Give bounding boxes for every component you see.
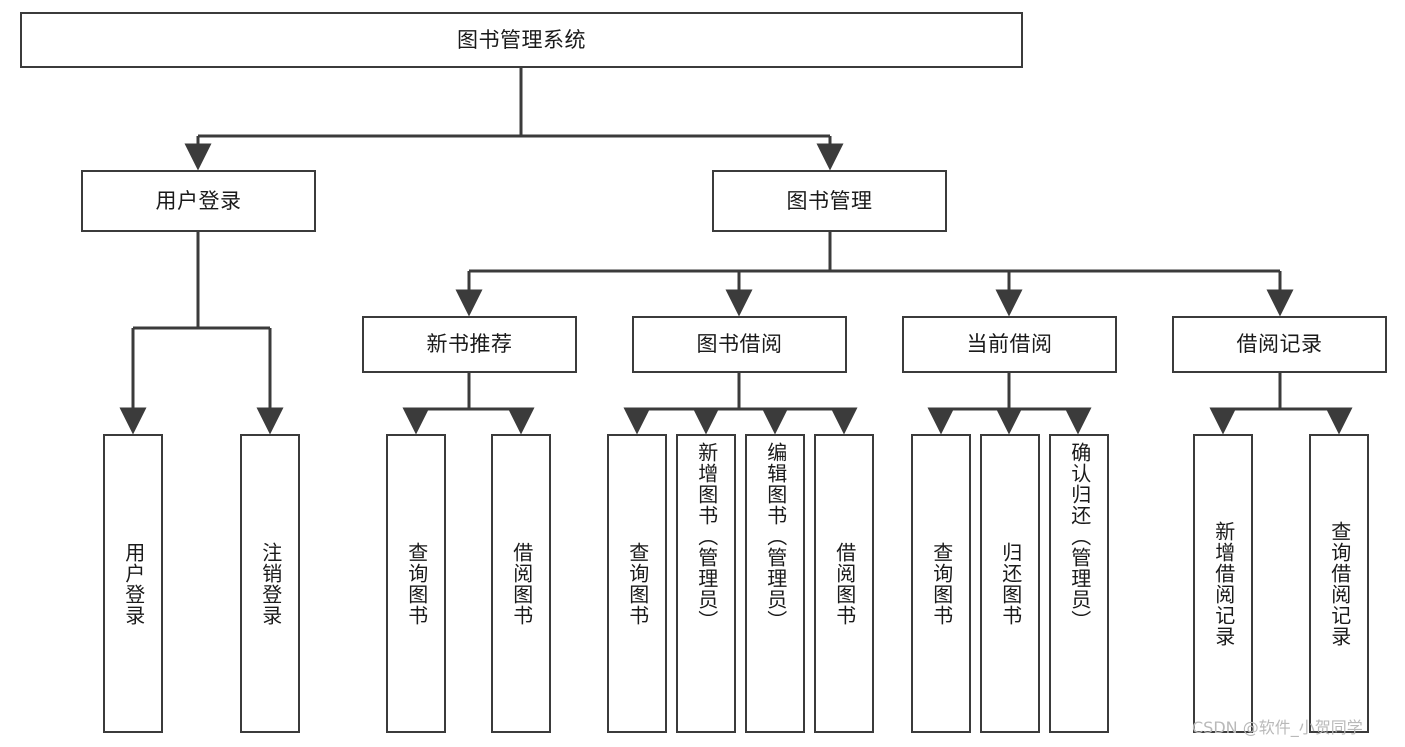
- node-label: 图书借阅: [696, 332, 783, 357]
- node-label: 查询图书: [929, 541, 954, 626]
- node-book-manage[interactable]: 图书管理: [712, 170, 947, 232]
- leaf-query-book-new-rec[interactable]: 查询图书: [386, 434, 446, 733]
- leaf-return-book[interactable]: 归还图书: [980, 434, 1040, 733]
- node-root-system[interactable]: 图书管理系统: [20, 12, 1023, 68]
- node-label: 确认归还（管理员）: [1067, 442, 1092, 631]
- node-new-book-rec[interactable]: 新书推荐: [362, 316, 577, 373]
- node-label: 归还图书: [998, 541, 1023, 626]
- node-label: 借阅图书: [509, 541, 534, 626]
- leaf-query-book-borrow[interactable]: 查询图书: [607, 434, 667, 733]
- node-label: 借阅图书: [832, 541, 857, 626]
- leaf-borrow-book-borrow[interactable]: 借阅图书: [814, 434, 874, 733]
- leaf-add-book[interactable]: 新增图书（管理员）: [676, 434, 736, 733]
- node-label: 借阅记录: [1236, 332, 1323, 357]
- node-label: 查询图书: [625, 541, 650, 626]
- node-label: 图书管理: [786, 188, 873, 213]
- node-book-borrow[interactable]: 图书借阅: [632, 316, 847, 373]
- leaf-query-book-current[interactable]: 查询图书: [911, 434, 971, 733]
- leaf-add-borrow-record[interactable]: 新增借阅记录: [1193, 434, 1253, 733]
- leaf-query-borrow-record[interactable]: 查询借阅记录: [1309, 434, 1369, 733]
- leaf-borrow-book-new-rec[interactable]: 借阅图书: [491, 434, 551, 733]
- node-borrow-record[interactable]: 借阅记录: [1172, 316, 1387, 373]
- node-label: 用户登录: [121, 541, 146, 626]
- node-label: 查询图书: [404, 541, 429, 626]
- node-label: 编辑图书（管理员）: [763, 442, 788, 631]
- node-label: 新增图书（管理员）: [694, 442, 719, 631]
- leaf-user-login[interactable]: 用户登录: [103, 434, 163, 733]
- leaf-edit-book[interactable]: 编辑图书（管理员）: [745, 434, 805, 733]
- node-label: 注销登录: [258, 541, 283, 626]
- leaf-user-logout[interactable]: 注销登录: [240, 434, 300, 733]
- node-label: 查询借阅记录: [1327, 520, 1352, 647]
- node-label: 当前借阅: [966, 332, 1053, 357]
- node-current-borrow[interactable]: 当前借阅: [902, 316, 1117, 373]
- node-label: 用户登录: [155, 188, 242, 213]
- csdn-watermark: CSDN @软件_小贺同学: [1192, 718, 1363, 737]
- node-label: 新书推荐: [426, 332, 513, 357]
- node-user-login[interactable]: 用户登录: [81, 170, 316, 232]
- leaf-confirm-return[interactable]: 确认归还（管理员）: [1049, 434, 1109, 733]
- node-label: 图书管理系统: [457, 27, 586, 52]
- node-label: 新增借阅记录: [1211, 520, 1236, 647]
